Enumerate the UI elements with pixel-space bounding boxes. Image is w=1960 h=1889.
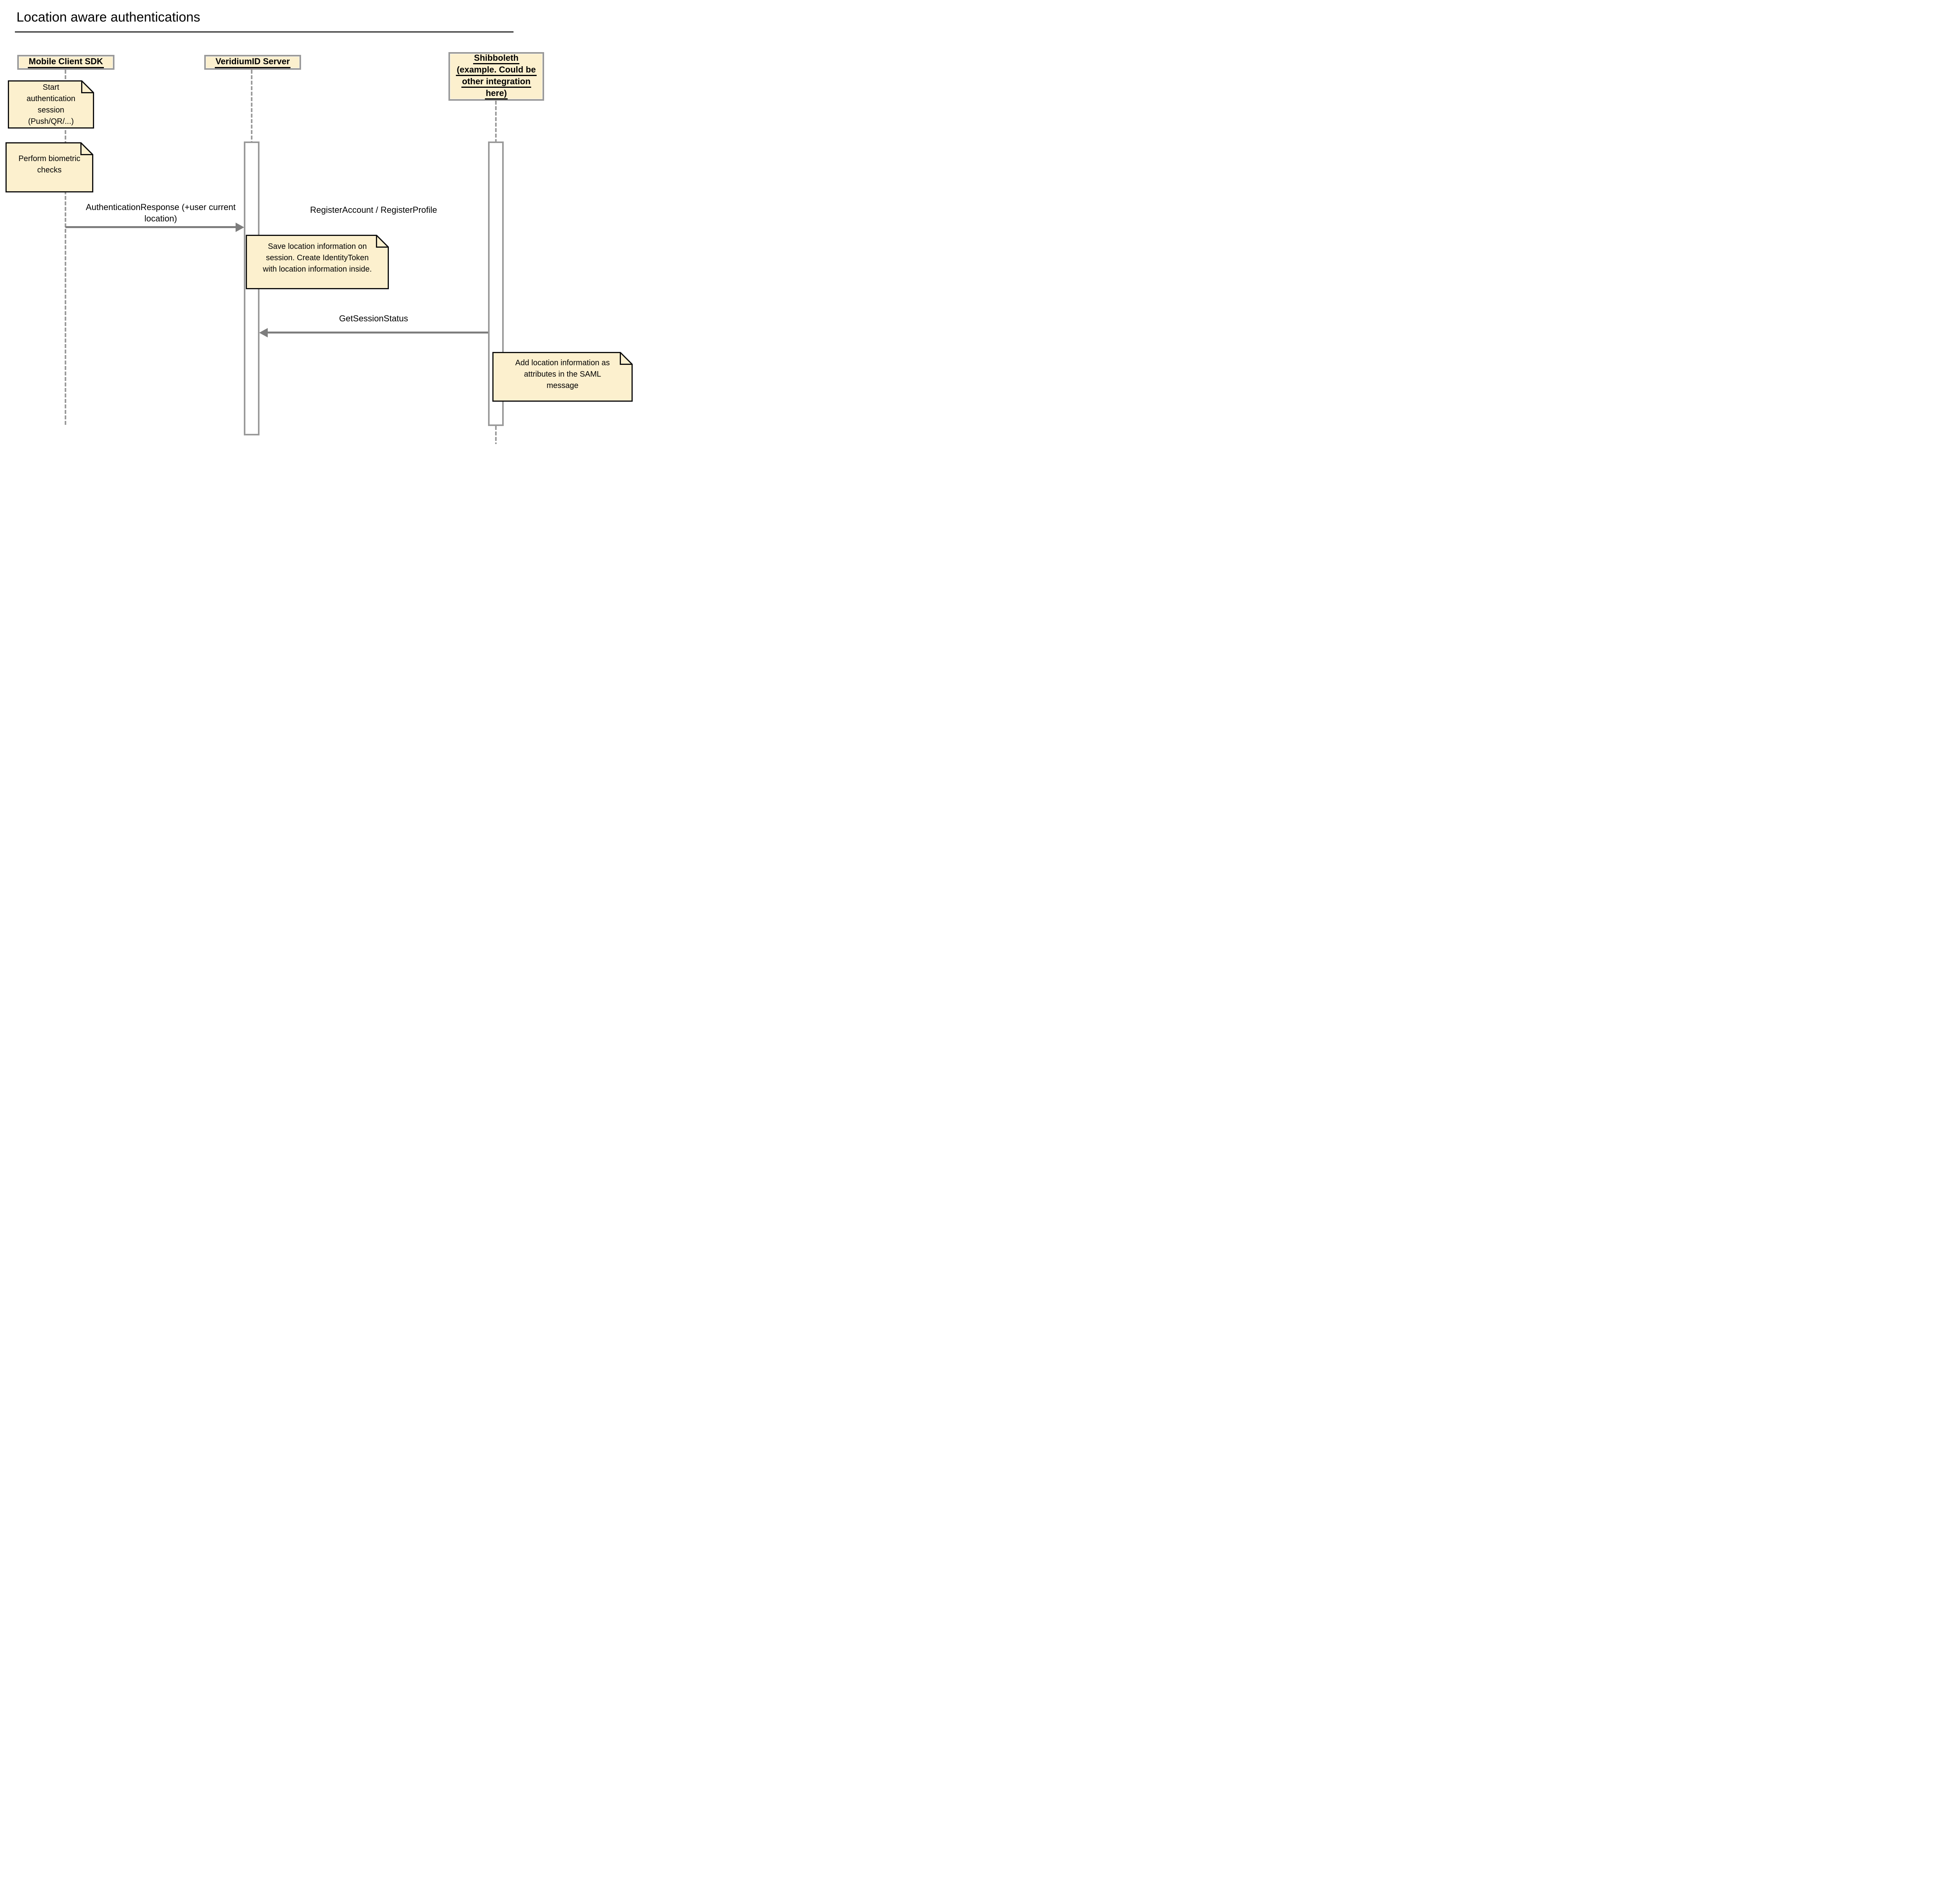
message-label-register-account: RegisterAccount / RegisterProfile [310,205,437,215]
lifeline-mobile-client-sdk [65,70,66,426]
note-text: Start authentication session (Push/QR/..… [9,82,93,127]
message-line: AuthenticationResponse (+user current [85,202,236,212]
diagram-title: Location aware authentications [16,10,200,25]
lifeline-shibboleth [495,101,497,141]
note-text: Perform biometric checks [7,153,92,176]
actor-label: Mobile Client SDK [28,56,104,68]
note-save-location-information: Save location information on session. Cr… [246,235,389,289]
note-line: Add location information as [515,359,610,367]
note-text: Save location information on session. Cr… [247,241,387,275]
sequence-diagram: Location aware authentications Mobile Cl… [0,0,645,472]
note-fold-icon [80,142,93,155]
arrow-get-session-status [267,332,488,334]
actor-label-line: other integration [461,77,532,88]
note-fold-icon [81,80,94,93]
actor-box-veridiumid-server: VeridiumID Server [204,55,301,70]
actor-label-line: (example. Could be [456,65,537,76]
note-line: authentication [26,94,76,103]
actor-label-line: Shibboleth [473,53,519,64]
message-line: location) [144,214,177,223]
note-start-authentication-session: Start authentication session (Push/QR/..… [8,80,94,129]
actor-box-mobile-client-sdk: Mobile Client SDK [17,55,114,70]
note-line: session. Create IdentityToken [266,254,369,262]
note-line: with location information inside. [263,265,372,274]
actor-box-shibboleth: Shibboleth (example. Could be other inte… [448,52,544,101]
arrow-head-icon [259,328,268,337]
note-fold-icon [376,235,389,248]
note-line: attributes in the SAML [524,370,601,379]
note-text: Add location information as attributes i… [494,357,631,392]
note-line: checks [37,166,62,174]
note-line: Perform biometric [18,154,80,163]
title-underline [15,31,514,33]
actor-label-line: here) [485,89,508,100]
note-line: (Push/QR/...) [28,117,74,126]
note-shape [246,235,389,289]
actor-label: VeridiumID Server [214,56,291,68]
note-shape [8,80,94,129]
message-label-authentication-response: AuthenticationResponse (+user current lo… [71,201,251,224]
note-shape [5,142,93,192]
note-fold-icon [620,352,633,365]
note-line: Start [42,83,60,92]
note-line: Save location information on [268,242,367,251]
note-perform-biometric-checks: Perform biometric checks [5,142,93,192]
note-add-location-saml: Add location information as attributes i… [492,352,633,402]
message-label-get-session-status: GetSessionStatus [339,314,408,323]
note-shape [492,352,633,402]
lifeline-shibboleth-tail [495,426,497,444]
arrow-head-icon [236,223,244,232]
lifeline-veridiumid-server [251,70,252,141]
note-line: session [38,106,64,114]
note-line: message [546,381,579,390]
arrow-authentication-response [65,226,236,228]
